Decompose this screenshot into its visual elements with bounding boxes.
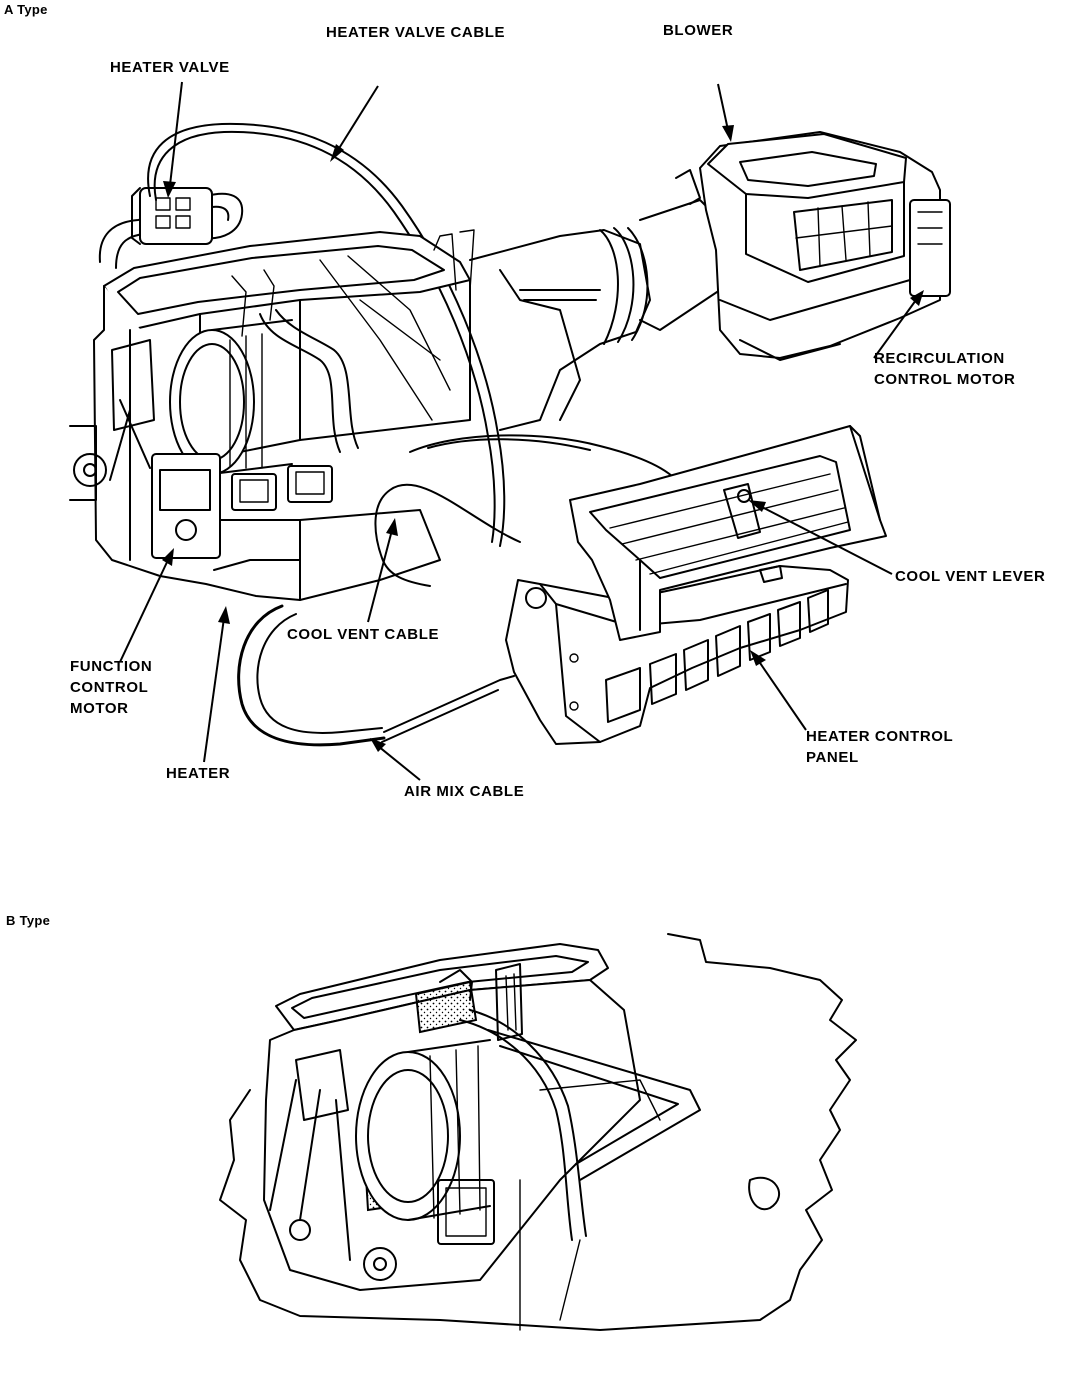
label-blower: BLOWER xyxy=(663,22,734,39)
heater-valve-drawing xyxy=(98,187,244,269)
label-heater-valve-cable: HEATER VALVE CABLE xyxy=(326,24,506,41)
label-recirculation-line-1: RECIRCULATION xyxy=(874,350,1005,367)
label-cool-vent-lever: COOL VENT LEVER xyxy=(895,568,1046,585)
label-function-line-3: MOTOR xyxy=(70,700,129,717)
label-heater: HEATER xyxy=(166,765,231,782)
b-type-assembly xyxy=(219,933,857,1331)
heater-control-panel-drawing xyxy=(505,565,849,745)
a-type-leaders xyxy=(119,81,924,781)
cables-drawing xyxy=(237,434,673,747)
label-recirculation-line-2: CONTROL MOTOR xyxy=(874,371,1016,388)
blower-drawing xyxy=(675,131,951,361)
blower-duct-drawing xyxy=(469,199,721,431)
label-heater-valve: HEATER VALVE xyxy=(110,59,230,76)
heater-valve-cable-drawing xyxy=(147,122,506,547)
label-heater-control-line-2: PANEL xyxy=(806,749,859,766)
heater-unit-drawing xyxy=(69,229,475,601)
a-type-assembly xyxy=(69,122,951,747)
section-title-b-type: B Type xyxy=(6,913,51,928)
label-function-line-1: FUNCTION xyxy=(70,658,153,675)
label-heater-control-line-1: HEATER CONTROL xyxy=(806,728,954,745)
label-function-line-2: CONTROL xyxy=(70,679,149,696)
label-air-mix-cable: AIR MIX CABLE xyxy=(404,783,525,800)
section-title-a-type: A Type xyxy=(4,2,48,17)
cool-vent-drawing xyxy=(569,425,887,641)
label-cool-vent-cable: COOL VENT CABLE xyxy=(287,626,440,643)
